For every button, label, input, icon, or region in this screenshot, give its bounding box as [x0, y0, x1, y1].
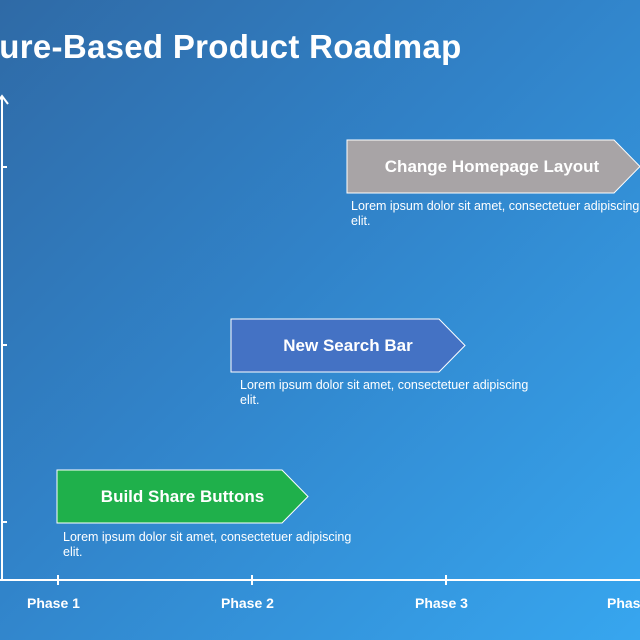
arrow-shape	[230, 318, 466, 373]
feature-description: Lorem ipsum dolor sit amet, consectetuer…	[63, 530, 352, 559]
arrow-shape	[56, 469, 309, 524]
phase-label-3: Phase 3	[415, 595, 468, 611]
phase-label-2: Phase 2	[221, 595, 274, 611]
arrow-shape	[346, 139, 640, 194]
feature-arrow-build-share-buttons: Build Share Buttons	[56, 469, 309, 524]
feature-description: Lorem ipsum dolor sit amet, consectetuer…	[240, 378, 529, 407]
feature-label: Build Share Buttons	[100, 486, 265, 506]
page-title: ture-Based Product Roadmap	[0, 28, 640, 72]
feature-label: Change Homepage Layout	[384, 156, 600, 176]
phase-label-1: Phase 1	[27, 595, 80, 611]
y-axis-arrowhead	[0, 94, 9, 105]
feature-label: New Search Bar	[283, 335, 413, 355]
phase-label-4: Phas	[607, 595, 640, 611]
title-text: ture-Based Product Roadmap	[0, 28, 462, 65]
feature-arrow-new-search-bar: New Search Bar	[230, 318, 466, 373]
feature-description: Lorem ipsum dolor sit amet, consectetuer…	[351, 199, 640, 228]
feature-arrow-change-homepage-layout: Change Homepage Layout	[346, 139, 640, 194]
